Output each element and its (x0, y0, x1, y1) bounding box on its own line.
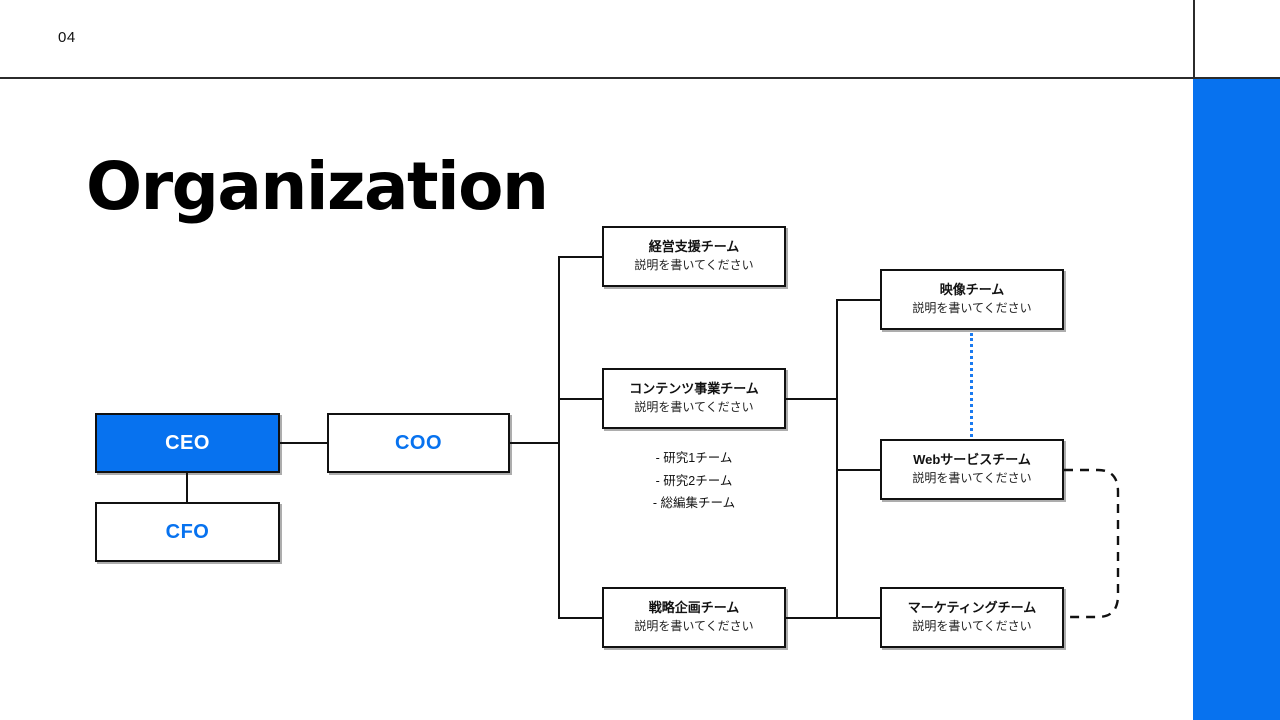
node-coo-title: COO (394, 431, 443, 454)
edge-righttrunk-marketing (786, 617, 881, 619)
edge-ceo-cfo (186, 473, 188, 502)
node-web-service-team-desc: 説明を書いてください (912, 471, 1032, 486)
edge-content-righttrunk (786, 398, 837, 400)
node-management-support-team[interactable]: 経営支援チーム 説明を書いてください (602, 226, 786, 287)
node-content-business-team[interactable]: コンテンツ事業チーム 説明を書いてください (602, 368, 786, 429)
node-marketing-team-desc: 説明を書いてください (912, 619, 1032, 634)
edge-web-marketing-dashed (1060, 455, 1130, 635)
node-video-team[interactable]: 映像チーム 説明を書いてください (880, 269, 1064, 330)
node-marketing-team[interactable]: マーケティングチーム 説明を書いてください (880, 587, 1064, 648)
node-web-service-team-title: Webサービスチーム (913, 452, 1031, 468)
node-strategic-planning-team-desc: 説明を書いてください (634, 619, 754, 634)
node-ceo-title: CEO (165, 431, 210, 454)
edge-ceo-coo (280, 442, 327, 444)
node-coo[interactable]: COO (327, 413, 510, 473)
edge-trunk-strategy (558, 617, 603, 619)
middle-trunk (558, 256, 560, 618)
node-management-support-team-title: 経営支援チーム (648, 239, 740, 255)
node-video-team-title: 映像チーム (939, 282, 1005, 298)
node-strategic-planning-team[interactable]: 戦略企画チーム 説明を書いてください (602, 587, 786, 648)
page-number: 04 (58, 29, 76, 46)
edge-trunk-content (558, 398, 603, 400)
node-ceo[interactable]: CEO (95, 413, 280, 473)
node-marketing-team-title: マーケティングチーム (907, 600, 1037, 616)
edge-righttrunk-video (836, 299, 881, 301)
node-management-support-team-desc: 説明を書いてください (634, 258, 754, 273)
node-cfo[interactable]: CFO (95, 502, 280, 562)
accent-bar-right (1193, 79, 1280, 720)
node-content-business-team-title: コンテンツ事業チーム (629, 381, 759, 397)
edge-trunk-mgmt (558, 256, 603, 258)
node-strategic-planning-team-title: 戦略企画チーム (648, 600, 740, 616)
list-item: - 研究2チーム (655, 473, 733, 488)
edge-video-web-dotted (970, 333, 973, 437)
edge-righttrunk-web (836, 469, 881, 471)
list-item: - 総編集チーム (652, 496, 736, 510)
node-video-team-desc: 説明を書いてください (912, 301, 1032, 316)
edge-coo-trunk (510, 442, 559, 444)
content-team-sublist: - 研究1チーム - 研究2チーム - 総編集チーム (602, 447, 786, 515)
page-title: Organization (86, 148, 549, 225)
list-item: - 研究1チーム (655, 451, 733, 465)
right-trunk (836, 299, 838, 618)
node-web-service-team[interactable]: Webサービスチーム 説明を書いてください (880, 439, 1064, 500)
node-cfo-title: CFO (165, 520, 210, 543)
node-content-business-team-desc: 説明を書いてください (634, 400, 754, 415)
header-vertical-divider (1193, 0, 1195, 78)
header-divider (0, 77, 1280, 79)
